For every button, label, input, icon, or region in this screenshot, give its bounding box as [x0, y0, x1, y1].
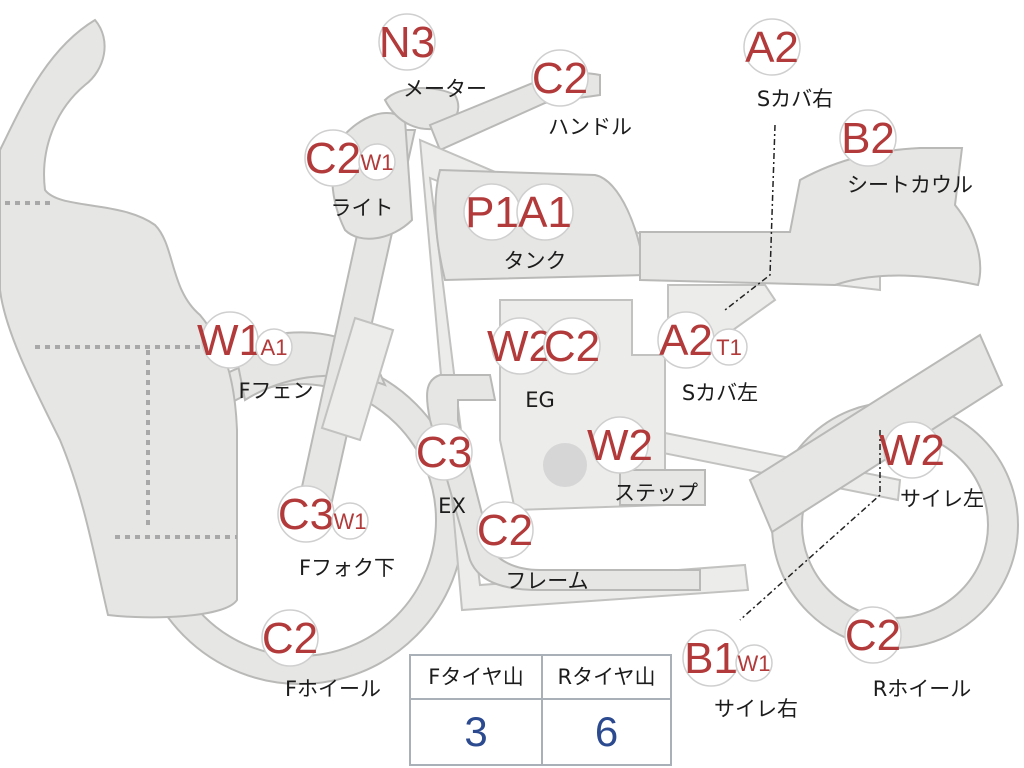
part-step: W2 ステップ	[587, 416, 698, 505]
front-tread-header: Fタイヤ山	[411, 656, 543, 698]
grade-exhaust: C3	[416, 428, 472, 477]
grade-frame: C2	[477, 506, 533, 555]
label-side-cover-right: Sカバ右	[757, 87, 833, 111]
label-frame: フレーム	[505, 569, 588, 593]
grade-seat-cowl: B2	[841, 114, 895, 163]
label-meter: メーター	[403, 77, 487, 101]
label-muffler-left: サイレ左	[900, 487, 984, 511]
subgrade-front-fork-lower: W1	[334, 509, 367, 534]
tire-tread-header-row: Fタイヤ山 Rタイヤ山	[411, 656, 670, 700]
grade-side-cover-left: A2	[659, 316, 713, 365]
fork-guard-shape	[320, 316, 395, 442]
part-handle: C2 ハンドル	[531, 49, 632, 139]
grade-muffler-right: B1	[684, 634, 738, 683]
label-seat-cowl: シートカウル	[847, 173, 973, 197]
grade-muffler-left: W2	[879, 426, 945, 475]
grade-meter: N3	[379, 18, 435, 67]
part-meter: N3 メーター	[378, 13, 487, 101]
grade-handle: C2	[532, 54, 588, 103]
subgrade-front-fender: A1	[261, 335, 288, 360]
subgrade-muffler-right: W1	[738, 651, 771, 676]
label-tank: タンク	[504, 249, 567, 273]
part-frame: C2 フレーム	[476, 501, 589, 593]
part-tank: P1 A1 タンク	[463, 183, 574, 273]
part-front-fork-lower: C3 W1 Fフォク下	[277, 485, 395, 580]
part-side-cover-left: A2 T1 Sカバ左	[657, 311, 758, 405]
engine-cover-circle	[543, 443, 587, 487]
side-cover-right-leader	[724, 124, 776, 311]
muffler-right-leader	[739, 430, 881, 621]
part-seat-cowl: B2 シートカウル	[839, 109, 973, 197]
seat-cowl-shape	[639, 147, 982, 287]
label-rear-wheel: Rホイール	[873, 677, 972, 701]
grade2-tank: A1	[518, 188, 572, 237]
rear-tread-header: Rタイヤ山	[557, 665, 656, 689]
tire-tread-value-row: 3 6	[411, 700, 670, 764]
part-rear-wheel: C2 Rホイール	[844, 606, 972, 701]
part-muffler-right: B1 W1 サイレ右	[682, 629, 798, 721]
label-muffler-right: サイレ右	[714, 697, 798, 721]
label-front-fender: Fフェン	[238, 379, 313, 403]
grade2-engine: C2	[544, 322, 600, 371]
label-light: ライト	[331, 196, 394, 220]
grade-engine: W2	[487, 322, 553, 371]
label-front-wheel: Fホイール	[285, 677, 381, 701]
grade-front-fender: W1	[197, 316, 263, 365]
front-cowl-shape	[0, 18, 238, 619]
label-step: ステップ	[614, 481, 698, 505]
step-shape	[619, 469, 706, 506]
front-tread-value: 3	[411, 700, 543, 764]
part-light: C2 W1 ライト	[304, 129, 396, 220]
part-front-fender: W1 A1 Fフェン	[197, 311, 314, 403]
subgrade-light: W1	[361, 150, 394, 175]
subgrade-side-cover-left: T1	[716, 335, 742, 360]
part-engine: W2 C2 EG	[487, 317, 601, 412]
grade-front-wheel: C2	[262, 614, 318, 663]
label-engine: EG	[525, 388, 555, 412]
part-muffler-left: W2 サイレ左	[879, 421, 984, 511]
grade-side-cover-right: A2	[745, 23, 799, 72]
grade-step: W2	[587, 421, 653, 470]
part-exhaust: C3 EX	[415, 423, 473, 518]
tire-tread-table: Fタイヤ山 Rタイヤ山 3 6	[409, 654, 672, 766]
grade-rear-wheel: C2	[845, 611, 901, 660]
label-side-cover-left: Sカバ左	[682, 381, 758, 405]
label-handle: ハンドル	[548, 115, 632, 139]
label-exhaust: EX	[438, 494, 466, 518]
grade-front-fork-lower: C3	[278, 490, 334, 539]
part-front-wheel: C2 Fホイール	[261, 609, 381, 701]
part-side-cover-right: A2 Sカバ右	[743, 18, 833, 111]
rear-tread-value: 6	[594, 708, 619, 755]
muffler-shape	[748, 333, 1004, 534]
grade-light: C2	[305, 134, 361, 183]
label-front-fork-lower: Fフォク下	[299, 556, 395, 580]
grade-tank: P1	[465, 188, 519, 237]
